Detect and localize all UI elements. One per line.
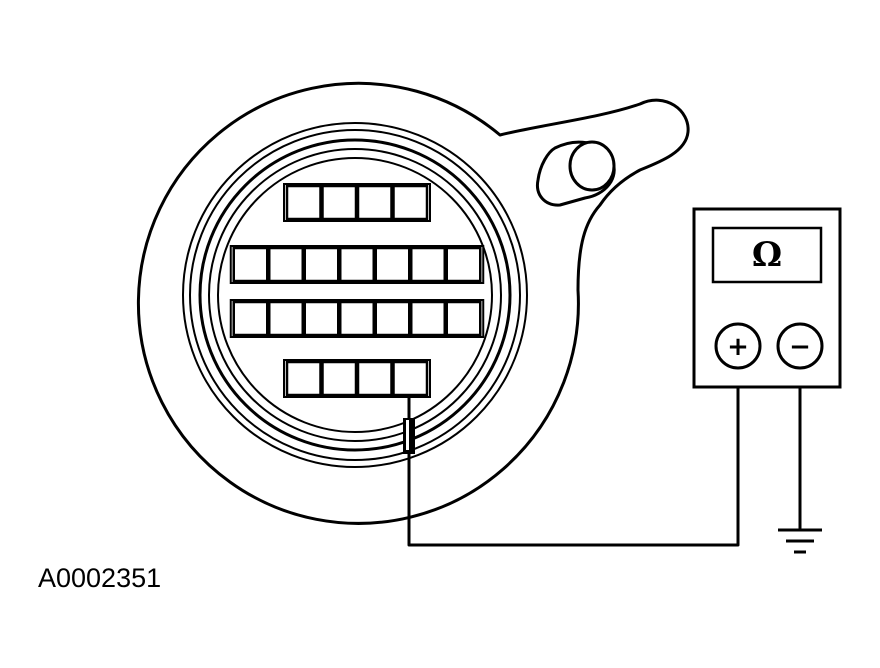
ohmmeter: Ω + −: [692, 207, 842, 389]
probed-pin-cavity: [392, 360, 429, 397]
pin-cavity: [268, 300, 304, 337]
ground-symbol-icon: [778, 528, 822, 554]
ohmmeter-display: [711, 226, 823, 284]
pin-cavity: [232, 246, 269, 283]
pin-cavity: [374, 246, 411, 283]
pin-cavity: [285, 360, 322, 397]
pin-cavity: [339, 246, 375, 283]
pin-cavity: [339, 300, 375, 337]
pin-cavity: [321, 360, 358, 397]
pin-cavity: [392, 184, 429, 221]
pin-cavity: [356, 184, 393, 221]
positive-terminal: [714, 322, 762, 370]
pin-cavity: [303, 300, 340, 337]
positive-terminal-sign: +: [727, 332, 749, 362]
pin-cavity: [374, 300, 411, 337]
pin-cavity: [268, 246, 304, 283]
test-probe-icon: [403, 398, 415, 454]
negative-terminal: [776, 322, 824, 370]
connector-tab-hole: [568, 140, 616, 192]
connector-pin-grid: [229, 183, 485, 398]
pin-cavity: [232, 300, 269, 337]
pin-cavity: [410, 300, 446, 337]
pin-cavity: [285, 184, 322, 221]
connector-rings: [182, 122, 528, 468]
pin-cavity: [445, 246, 482, 283]
pin-cavity: [410, 246, 446, 283]
figure-id-label: A0002351: [38, 563, 162, 593]
pin-cavity: [321, 184, 358, 221]
pin-cavity: [303, 246, 340, 283]
pin-cavity: [445, 300, 482, 337]
ohmmeter-display-symbol: Ω: [752, 235, 782, 275]
negative-terminal-sign: −: [789, 332, 811, 362]
positive-lead-wire: [407, 366, 740, 547]
pin-cavity: [356, 360, 393, 397]
test-leads: [407, 366, 802, 547]
